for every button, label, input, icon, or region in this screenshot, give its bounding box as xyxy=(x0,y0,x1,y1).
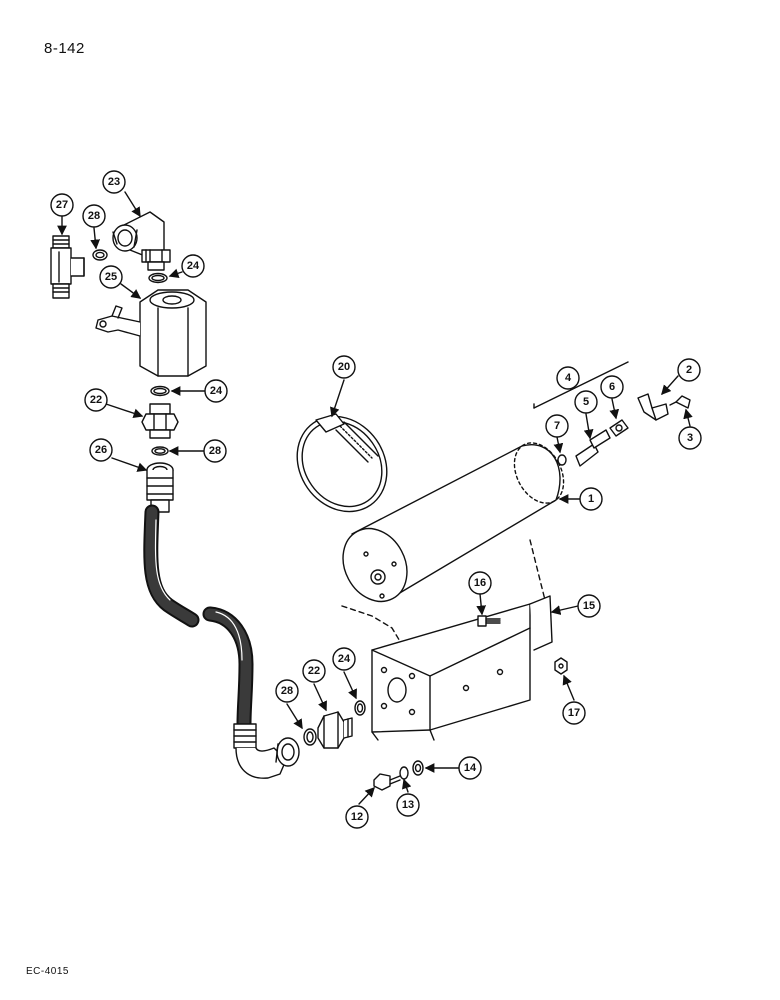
adapter-fitting-part xyxy=(141,403,179,439)
footer-code: EC-4015 xyxy=(26,966,69,977)
tee-fitting-part xyxy=(50,235,85,299)
callout-2: 2 xyxy=(686,364,692,376)
callout-6: 6 xyxy=(609,381,615,393)
callout-circles xyxy=(50,170,702,829)
hose-assembly-part xyxy=(143,462,300,779)
callout-24-top: 24 xyxy=(187,260,200,272)
callout-4: 4 xyxy=(565,372,572,384)
nut-part xyxy=(554,657,568,675)
callout-15: 15 xyxy=(583,600,595,612)
fittings-group-part xyxy=(557,419,629,467)
hose-clamp-part xyxy=(296,413,388,513)
callout-12: 12 xyxy=(351,811,363,823)
bolt-washers-part xyxy=(373,760,424,791)
callout-28-middle: 28 xyxy=(209,445,221,457)
valve-body-part xyxy=(95,289,207,377)
callout-14: 14 xyxy=(464,762,477,774)
callout-1: 1 xyxy=(588,493,594,505)
callout-24-lower: 24 xyxy=(338,653,351,665)
callout-27: 27 xyxy=(56,199,68,211)
elbow-fitting-part xyxy=(112,211,171,271)
callout-5: 5 xyxy=(583,396,589,408)
callout-22-upper: 22 xyxy=(90,394,102,406)
screw-part xyxy=(477,615,501,627)
callout-23: 23 xyxy=(108,176,120,188)
callout-labels: 1 2 3 4 5 6 7 12 13 14 15 16 17 20 22 22… xyxy=(56,176,693,823)
callout-3: 3 xyxy=(687,432,693,444)
mounting-bracket-part xyxy=(371,595,553,741)
callout-26: 26 xyxy=(95,444,107,456)
o-ring-part xyxy=(92,249,108,261)
callout-28-top: 28 xyxy=(88,210,100,222)
callout-7: 7 xyxy=(554,420,560,432)
callout-16: 16 xyxy=(474,577,486,589)
callout-22-lower: 22 xyxy=(308,665,320,677)
leader-lines xyxy=(57,191,693,805)
reservoir-tank-part xyxy=(342,442,565,603)
callout-25: 25 xyxy=(105,271,117,283)
clip-bracket-part xyxy=(637,393,691,421)
adapter-fitting-lower-part xyxy=(317,711,353,749)
callout-20: 20 xyxy=(338,361,350,373)
callout-28-lower: 28 xyxy=(281,685,293,697)
page-number: 8-142 xyxy=(44,40,85,57)
callout-13: 13 xyxy=(402,799,414,811)
callout-17: 17 xyxy=(568,707,580,719)
callout-24-middle: 24 xyxy=(210,385,223,397)
